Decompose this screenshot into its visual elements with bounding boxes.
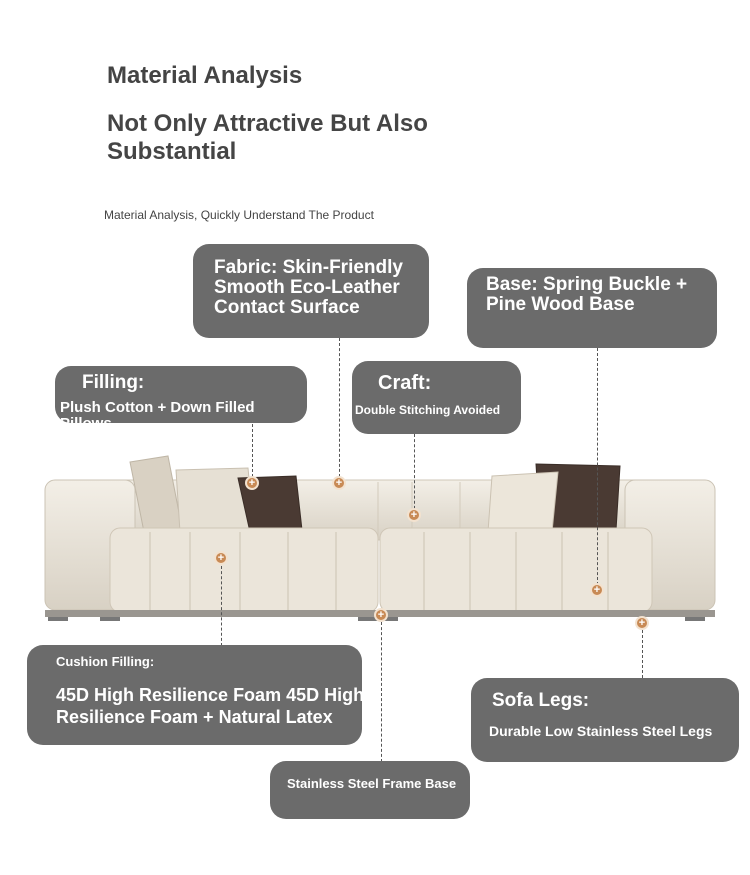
- section-title: Material Analysis: [107, 62, 303, 89]
- callout-cushion-title: Cushion Filling:: [56, 654, 155, 669]
- leader-frame: [381, 622, 382, 762]
- callout-frame: Stainless Steel Frame Base: [270, 761, 470, 819]
- callout-filling-title: Filling:: [82, 372, 145, 393]
- callout-legs-title: Sofa Legs:: [492, 690, 590, 711]
- headline: Not Only Attractive But Also Substantial: [107, 110, 428, 165]
- pillow-cream-right: [487, 471, 559, 533]
- leader-fabric: [339, 338, 340, 482]
- leader-craft: [414, 434, 415, 514]
- marker-craft: +: [407, 508, 421, 522]
- callout-legs: Sofa Legs: Durable Low Stainless Steel L…: [471, 678, 739, 762]
- marker-frame: +: [374, 608, 388, 622]
- callout-base-text: Base: Spring Buckle + Pine Wood Base: [486, 274, 688, 315]
- subtitle: Material Analysis, Quickly Understand Th…: [104, 208, 374, 222]
- callout-base: Base: Spring Buckle + Pine Wood Base: [467, 268, 717, 348]
- callout-legs-text: Durable Low Stainless Steel Legs: [489, 723, 713, 739]
- leader-base: [597, 348, 598, 590]
- marker-fabric: +: [332, 476, 346, 490]
- leader-filling: [252, 424, 253, 482]
- callout-craft: Craft: Double Stitching Avoided: [352, 361, 521, 434]
- leader-cushion: [221, 566, 222, 646]
- callout-craft-text: Double Stitching Avoided: [355, 403, 501, 417]
- callout-fabric: Fabric: Skin-Friendly Smooth Eco-Leather…: [193, 244, 429, 338]
- callout-filling-text: Plush Cotton + Down Filled Pillows: [60, 399, 255, 424]
- callout-fabric-text: Fabric: Skin-Friendly Smooth Eco-Leather…: [214, 257, 403, 318]
- callout-cushion: Cushion Filling: 45D High Resilience Foa…: [27, 645, 362, 745]
- callout-frame-text: Stainless Steel Frame Base: [287, 776, 457, 791]
- callout-cushion-text: 45D High Resilience Foam 45D High Resili…: [56, 685, 362, 727]
- marker-cushion: +: [214, 551, 228, 565]
- marker-legs: +: [635, 616, 649, 630]
- marker-filling: +: [245, 476, 259, 490]
- callout-filling: Filling: Plush Cotton + Down Filled Pill…: [55, 366, 307, 423]
- callout-craft-title: Craft:: [378, 372, 432, 394]
- sofa-illustration: [44, 455, 716, 621]
- leader-legs: [642, 630, 643, 678]
- marker-base: +: [590, 583, 604, 597]
